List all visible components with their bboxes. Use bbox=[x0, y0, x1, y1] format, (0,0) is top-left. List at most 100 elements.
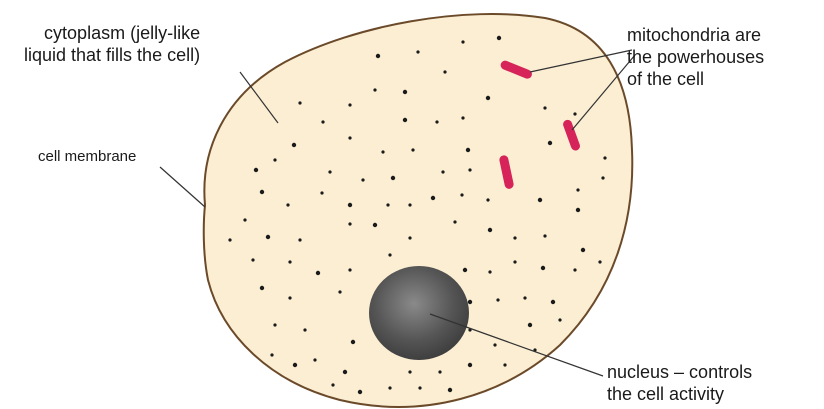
cytoplasm-granule bbox=[513, 260, 516, 263]
cytoplasm-granule bbox=[466, 148, 470, 152]
cytoplasm-label-line-2: liquid that fills the cell) bbox=[24, 44, 200, 66]
cytoplasm-granule bbox=[503, 363, 506, 366]
cytoplasm-granule bbox=[496, 298, 499, 301]
cytoplasm-granule bbox=[286, 203, 289, 206]
membrane-leader-line bbox=[160, 167, 205, 207]
cytoplasm-label: cytoplasm (jelly-like liquid that fills … bbox=[24, 22, 200, 66]
cytoplasm-granule bbox=[320, 191, 323, 194]
cytoplasm-granule bbox=[376, 54, 380, 58]
cytoplasm-granule bbox=[348, 203, 352, 207]
nucleus-label: nucleus – controls the cell activity bbox=[607, 361, 752, 405]
cytoplasm-granule bbox=[523, 296, 526, 299]
cytoplasm-granule bbox=[386, 203, 389, 206]
cytoplasm-granule bbox=[348, 136, 351, 139]
cytoplasm-granule bbox=[288, 296, 291, 299]
cytoplasm-granule bbox=[486, 198, 489, 201]
cytoplasm-granule bbox=[411, 148, 414, 151]
cytoplasm-granule bbox=[358, 390, 362, 394]
cytoplasm-granule bbox=[373, 88, 376, 91]
cytoplasm-granule bbox=[576, 208, 580, 212]
cytoplasm-granule bbox=[438, 370, 441, 373]
cytoplasm-granule bbox=[463, 268, 467, 272]
cytoplasm-granule bbox=[321, 120, 324, 123]
cytoplasm-granule bbox=[513, 236, 516, 239]
nucleus-label-line-2: the cell activity bbox=[607, 383, 752, 405]
cytoplasm-granule bbox=[373, 223, 377, 227]
cytoplasm-granule bbox=[573, 268, 576, 271]
cytoplasm-granule bbox=[408, 370, 411, 373]
nucleus bbox=[369, 266, 469, 360]
cytoplasm-granule bbox=[468, 300, 472, 304]
cytoplasm-granule bbox=[288, 260, 291, 263]
cytoplasm-granule bbox=[493, 343, 496, 346]
cytoplasm-granule bbox=[251, 258, 254, 261]
cytoplasm-granule bbox=[254, 168, 258, 172]
cytoplasm-granule bbox=[418, 386, 421, 389]
cytoplasm-granule bbox=[435, 120, 438, 123]
cytoplasm-granule bbox=[448, 388, 452, 392]
cytoplasm-granule bbox=[331, 383, 334, 386]
cytoplasm-granule bbox=[273, 158, 276, 161]
cytoplasm-granule bbox=[293, 363, 297, 367]
cytoplasm-granule bbox=[348, 103, 351, 106]
cytoplasm-granule bbox=[488, 270, 491, 273]
cytoplasm-granule bbox=[408, 203, 411, 206]
cell-membrane-label: cell membrane bbox=[38, 146, 136, 168]
cytoplasm-granule bbox=[298, 238, 301, 241]
nucleus-label-line-1: nucleus – controls bbox=[607, 361, 752, 383]
cytoplasm-granule bbox=[403, 118, 407, 122]
cytoplasm-label-line-1: cytoplasm (jelly-like bbox=[24, 22, 200, 44]
cytoplasm-granule bbox=[541, 266, 545, 270]
cytoplasm-granule bbox=[598, 260, 601, 263]
cytoplasm-granule bbox=[351, 340, 355, 344]
cytoplasm-granule bbox=[391, 176, 395, 180]
cytoplasm-granule bbox=[488, 228, 492, 232]
cytoplasm-granule bbox=[388, 253, 391, 256]
cytoplasm-granule bbox=[348, 222, 351, 225]
cytoplasm-granule bbox=[461, 40, 464, 43]
cytoplasm-granule bbox=[381, 150, 384, 153]
cytoplasm-granule bbox=[228, 238, 231, 241]
cytoplasm-granule bbox=[260, 286, 264, 290]
cytoplasm-granule bbox=[348, 268, 351, 271]
cytoplasm-granule bbox=[497, 36, 501, 40]
cytoplasm-granule bbox=[388, 386, 391, 389]
cytoplasm-granule bbox=[558, 318, 561, 321]
cytoplasm-granule bbox=[581, 248, 585, 252]
cytoplasm-granule bbox=[543, 234, 546, 237]
cytoplasm-granule bbox=[243, 218, 246, 221]
cytoplasm-granule bbox=[601, 176, 604, 179]
cytoplasm-granule bbox=[338, 290, 341, 293]
cytoplasm-granule bbox=[313, 358, 316, 361]
cytoplasm-granule bbox=[576, 188, 579, 191]
cytoplasm-granule bbox=[603, 156, 606, 159]
cytoplasm-granule bbox=[328, 170, 331, 173]
cytoplasm-granule bbox=[416, 50, 419, 53]
mitochondria-label-line-3: of the cell bbox=[627, 68, 764, 90]
cytoplasm-granule bbox=[548, 141, 552, 145]
cytoplasm-granule bbox=[538, 198, 542, 202]
cytoplasm-granule bbox=[292, 143, 296, 147]
cytoplasm-granule bbox=[461, 116, 464, 119]
mitochondria-label-line-2: the powerhouses bbox=[627, 46, 764, 68]
cytoplasm-granule bbox=[303, 328, 306, 331]
cytoplasm-granule bbox=[270, 353, 273, 356]
cytoplasm-granule bbox=[551, 300, 555, 304]
cytoplasm-granule bbox=[443, 70, 446, 73]
cytoplasm-granule bbox=[266, 235, 270, 239]
cytoplasm-granule bbox=[468, 363, 472, 367]
cytoplasm-granule bbox=[343, 370, 347, 374]
cytoplasm-granule bbox=[408, 236, 411, 239]
cytoplasm-granule bbox=[453, 220, 456, 223]
cytoplasm-granule bbox=[573, 112, 576, 115]
cytoplasm-granule bbox=[361, 178, 364, 181]
cytoplasm-granule bbox=[543, 106, 546, 109]
cytoplasm-granule bbox=[486, 96, 490, 100]
cytoplasm-granule bbox=[460, 193, 463, 196]
cytoplasm-granule bbox=[273, 323, 276, 326]
cytoplasm-granule bbox=[441, 170, 444, 173]
cytoplasm-granule bbox=[298, 101, 301, 104]
cytoplasm-granule bbox=[431, 196, 435, 200]
cytoplasm-granule bbox=[316, 271, 320, 275]
cytoplasm-granule bbox=[468, 168, 471, 171]
